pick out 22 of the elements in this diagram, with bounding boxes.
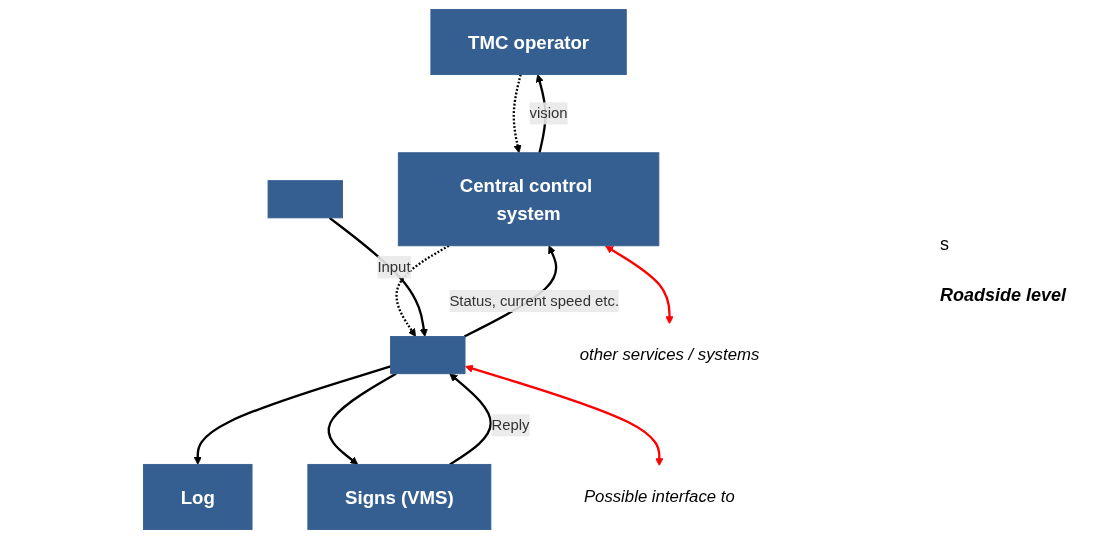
arrow — [193, 365, 391, 465]
arrow — [328, 216, 428, 337]
arrow — [465, 364, 664, 467]
edge-label: Status, current speed etc. — [449, 292, 620, 309]
node-box: Central control system — [397, 152, 660, 247]
arrow — [395, 244, 450, 337]
node-box: Log — [143, 463, 253, 531]
arrow — [512, 74, 522, 154]
arrow — [327, 372, 397, 465]
node-box — [390, 336, 466, 375]
node-box: Signs (VMS) — [307, 463, 492, 531]
arrow — [449, 373, 492, 466]
edge-label: Input — [377, 258, 411, 275]
arrow — [605, 245, 674, 325]
node-box — [267, 180, 343, 219]
node-box: TMC operator — [430, 8, 627, 76]
note-text: s — [940, 233, 950, 255]
node-text: other services / systems — [579, 345, 760, 364]
edge-label: vision — [529, 105, 568, 121]
node-text: Possible interface to — [583, 487, 735, 506]
edge-label: Reply — [491, 416, 530, 433]
note-text: Roadside level — [940, 284, 1068, 306]
